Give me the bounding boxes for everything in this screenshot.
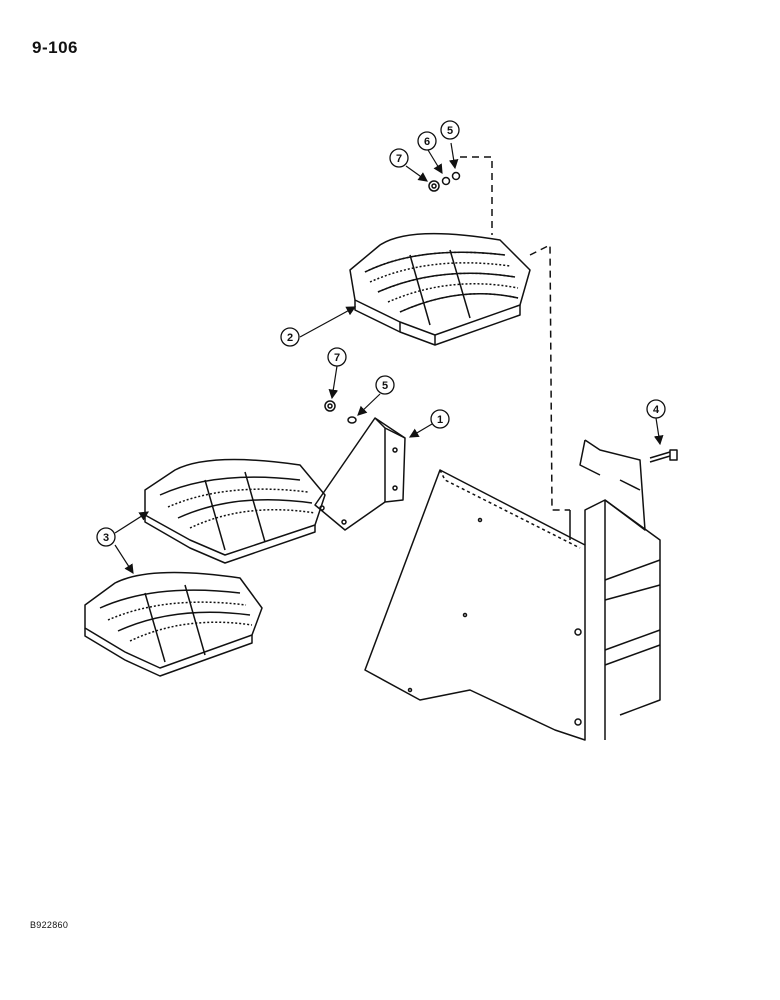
leader-lines (114, 142, 664, 575)
callout-5-lower: 5 (382, 380, 388, 392)
callout-7-upper: 7 (396, 153, 402, 165)
callout-circles (96, 120, 666, 547)
dashed-leader-upper (460, 156, 493, 235)
lower-step-b (84, 571, 263, 677)
callout-3: 3 (103, 532, 109, 544)
fender-panel (364, 439, 661, 741)
upper-hardware (428, 171, 461, 192)
bracket (314, 417, 406, 531)
figure-code: B922860 (30, 920, 69, 930)
callout-1: 1 (437, 414, 443, 426)
callout-5-upper: 5 (447, 125, 453, 137)
upper-step (349, 232, 531, 346)
lower-hardware (324, 400, 357, 424)
dashed-leader-side (529, 244, 570, 511)
callout-6: 6 (424, 136, 430, 148)
callout-4: 4 (653, 404, 660, 416)
bolt (649, 449, 678, 463)
lower-step-a (144, 458, 326, 564)
page-number: 9-106 (32, 38, 78, 57)
callout-7-lower: 7 (334, 352, 340, 364)
callout-2: 2 (287, 332, 293, 344)
